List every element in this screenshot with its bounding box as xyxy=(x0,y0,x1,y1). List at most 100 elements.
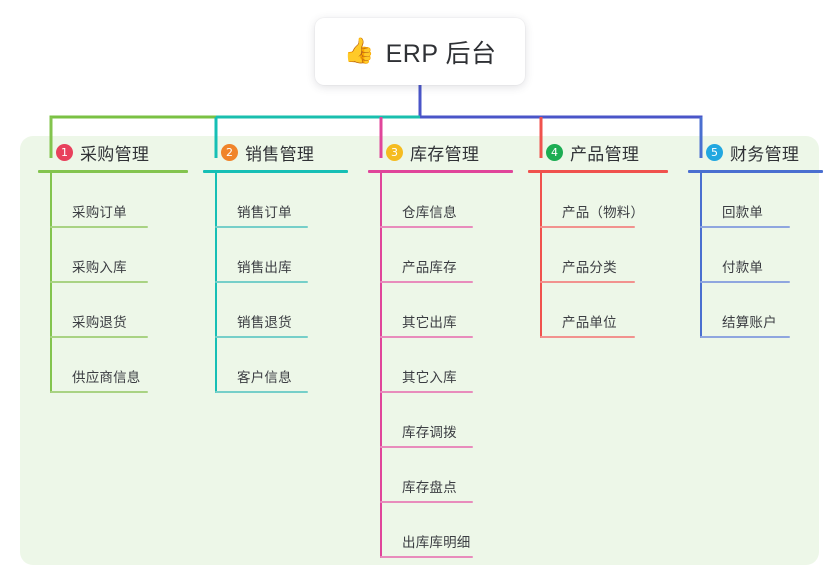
branch-item-rule xyxy=(215,336,308,338)
branch-item-label: 产品（物料） xyxy=(562,205,645,220)
branch-item[interactable]: 供应商信息 xyxy=(50,338,188,393)
branch-item-label: 其它入库 xyxy=(402,370,457,385)
branches-background-panel xyxy=(20,136,819,565)
branch-item-label: 回款单 xyxy=(722,205,764,220)
branch-item[interactable]: 库存盘点 xyxy=(380,448,513,503)
branch-item-rule xyxy=(380,226,473,228)
branch-item[interactable]: 采购订单 xyxy=(50,173,188,228)
branch-item-rule xyxy=(700,336,790,338)
branch-item-rule xyxy=(215,226,308,228)
branch-badge-3: 3 xyxy=(386,143,403,161)
branch-item-label: 销售出库 xyxy=(237,260,292,275)
branch-title-2: 销售管理 xyxy=(245,144,315,164)
branch-columns: 1 采购管理采购订单采购入库采购退货供应商信息 2 销售管理销售订单销售出库销售退货客… xyxy=(0,136,839,565)
branch-item-rule xyxy=(380,556,473,558)
branch-title-1: 采购管理 xyxy=(80,144,150,164)
branch-item-label: 库存调拨 xyxy=(402,425,457,440)
branch-item-label: 产品分类 xyxy=(562,260,617,275)
branch-items-4: 产品（物料） 产品分类产品单位 xyxy=(528,173,668,338)
branch-item-label: 客户信息 xyxy=(237,370,292,385)
branch-item-rule xyxy=(700,281,790,283)
branch-item[interactable]: 销售出库 xyxy=(215,228,348,283)
branch-item-rule xyxy=(540,336,635,338)
branch-item[interactable]: 采购退货 xyxy=(50,283,188,338)
branch-item[interactable]: 仓库信息 xyxy=(380,173,513,228)
branch-item[interactable]: 付款单 xyxy=(700,228,823,283)
branch-item[interactable]: 客户信息 xyxy=(215,338,348,393)
branch-item[interactable]: 回款单 xyxy=(700,173,823,228)
branch-column-5: 5 财务管理回款单付款单结算账户 xyxy=(688,136,823,338)
branch-items-3: 仓库信息产品库存其它出库其它入库库存调拨库存盘点出库库明细 xyxy=(368,173,513,558)
branch-item[interactable]: 产品（物料） xyxy=(540,173,668,228)
branch-item-label: 库存盘点 xyxy=(402,480,457,495)
branch-header-2[interactable]: 2 销售管理 xyxy=(203,136,348,168)
branch-rule-2 xyxy=(203,170,348,173)
branch-column-2: 2 销售管理销售订单销售出库销售退货客户信息 xyxy=(203,136,348,393)
branch-item-label: 采购入库 xyxy=(72,260,127,275)
branch-item-rule xyxy=(380,281,473,283)
branch-item-rule xyxy=(700,226,790,228)
branch-items-5: 回款单付款单结算账户 xyxy=(688,173,823,338)
branch-item[interactable]: 销售订单 xyxy=(215,173,348,228)
branch-item-label: 供应商信息 xyxy=(72,370,141,385)
branch-item-rule xyxy=(380,336,473,338)
branch-rule-4 xyxy=(528,170,668,173)
branch-item-label: 结算账户 xyxy=(722,315,777,330)
branch-badge-5: 5 xyxy=(706,143,723,161)
branch-rule-5 xyxy=(688,170,823,173)
branch-item-label: 采购退货 xyxy=(72,315,127,330)
root-node-content: 👍 ERP 后台 xyxy=(343,34,496,70)
branch-spine-1 xyxy=(50,173,52,393)
branch-item[interactable]: 出库库明细 xyxy=(380,503,513,558)
branch-item-rule xyxy=(380,391,473,393)
branch-item-label: 销售退货 xyxy=(237,315,292,330)
root-node[interactable]: 👍 ERP 后台 xyxy=(315,18,525,85)
branch-badge-2: 2 xyxy=(221,143,238,161)
branch-item[interactable]: 采购入库 xyxy=(50,228,188,283)
branch-item-rule xyxy=(540,281,635,283)
branch-item[interactable]: 结算账户 xyxy=(700,283,823,338)
branch-item-rule xyxy=(215,391,308,393)
root-node-title: ERP 后台 xyxy=(385,39,497,68)
branch-spine-5 xyxy=(700,173,702,338)
branch-spine-3 xyxy=(380,173,382,558)
branch-spine-4 xyxy=(540,173,542,338)
branch-item-label: 销售订单 xyxy=(237,205,292,220)
branch-item-label: 出库库明细 xyxy=(402,535,471,550)
branch-item-label: 付款单 xyxy=(722,260,764,275)
branch-header-5[interactable]: 5 财务管理 xyxy=(688,136,823,168)
branch-item[interactable]: 销售退货 xyxy=(215,283,348,338)
branch-rule-1 xyxy=(38,170,188,173)
branch-item-label: 其它出库 xyxy=(402,315,457,330)
branch-item[interactable]: 其它入库 xyxy=(380,338,513,393)
branch-item-rule xyxy=(215,281,308,283)
branch-item-rule xyxy=(540,226,635,228)
branch-item[interactable]: 其它出库 xyxy=(380,283,513,338)
branch-item-label: 产品单位 xyxy=(562,315,617,330)
branch-items-1: 采购订单采购入库采购退货供应商信息 xyxy=(38,173,188,393)
branch-column-1: 1 采购管理采购订单采购入库采购退货供应商信息 xyxy=(38,136,188,393)
branch-item[interactable]: 产品库存 xyxy=(380,228,513,283)
branch-badge-4: 4 xyxy=(546,143,563,161)
branch-item-rule xyxy=(380,446,473,448)
branch-item-label: 采购订单 xyxy=(72,205,127,220)
branch-title-4: 产品管理 xyxy=(570,144,640,164)
branch-item-rule xyxy=(50,226,148,228)
branch-title-5: 财务管理 xyxy=(730,144,800,164)
branch-header-4[interactable]: 4 产品管理 xyxy=(528,136,668,168)
branch-spine-2 xyxy=(215,173,217,393)
branch-item[interactable]: 库存调拨 xyxy=(380,393,513,448)
branch-item[interactable]: 产品分类 xyxy=(540,228,668,283)
thumbs-up-icon: 👍 xyxy=(343,37,375,65)
branch-item-rule xyxy=(50,336,148,338)
branch-column-4: 4 产品管理产品（物料） 产品分类产品单位 xyxy=(528,136,668,338)
branch-badge-1: 1 xyxy=(56,143,73,161)
branch-rule-3 xyxy=(368,170,513,173)
branch-item-rule xyxy=(380,501,473,503)
branch-item-rule xyxy=(50,391,148,393)
branch-item[interactable]: 产品单位 xyxy=(540,283,668,338)
branch-header-1[interactable]: 1 采购管理 xyxy=(38,136,188,168)
